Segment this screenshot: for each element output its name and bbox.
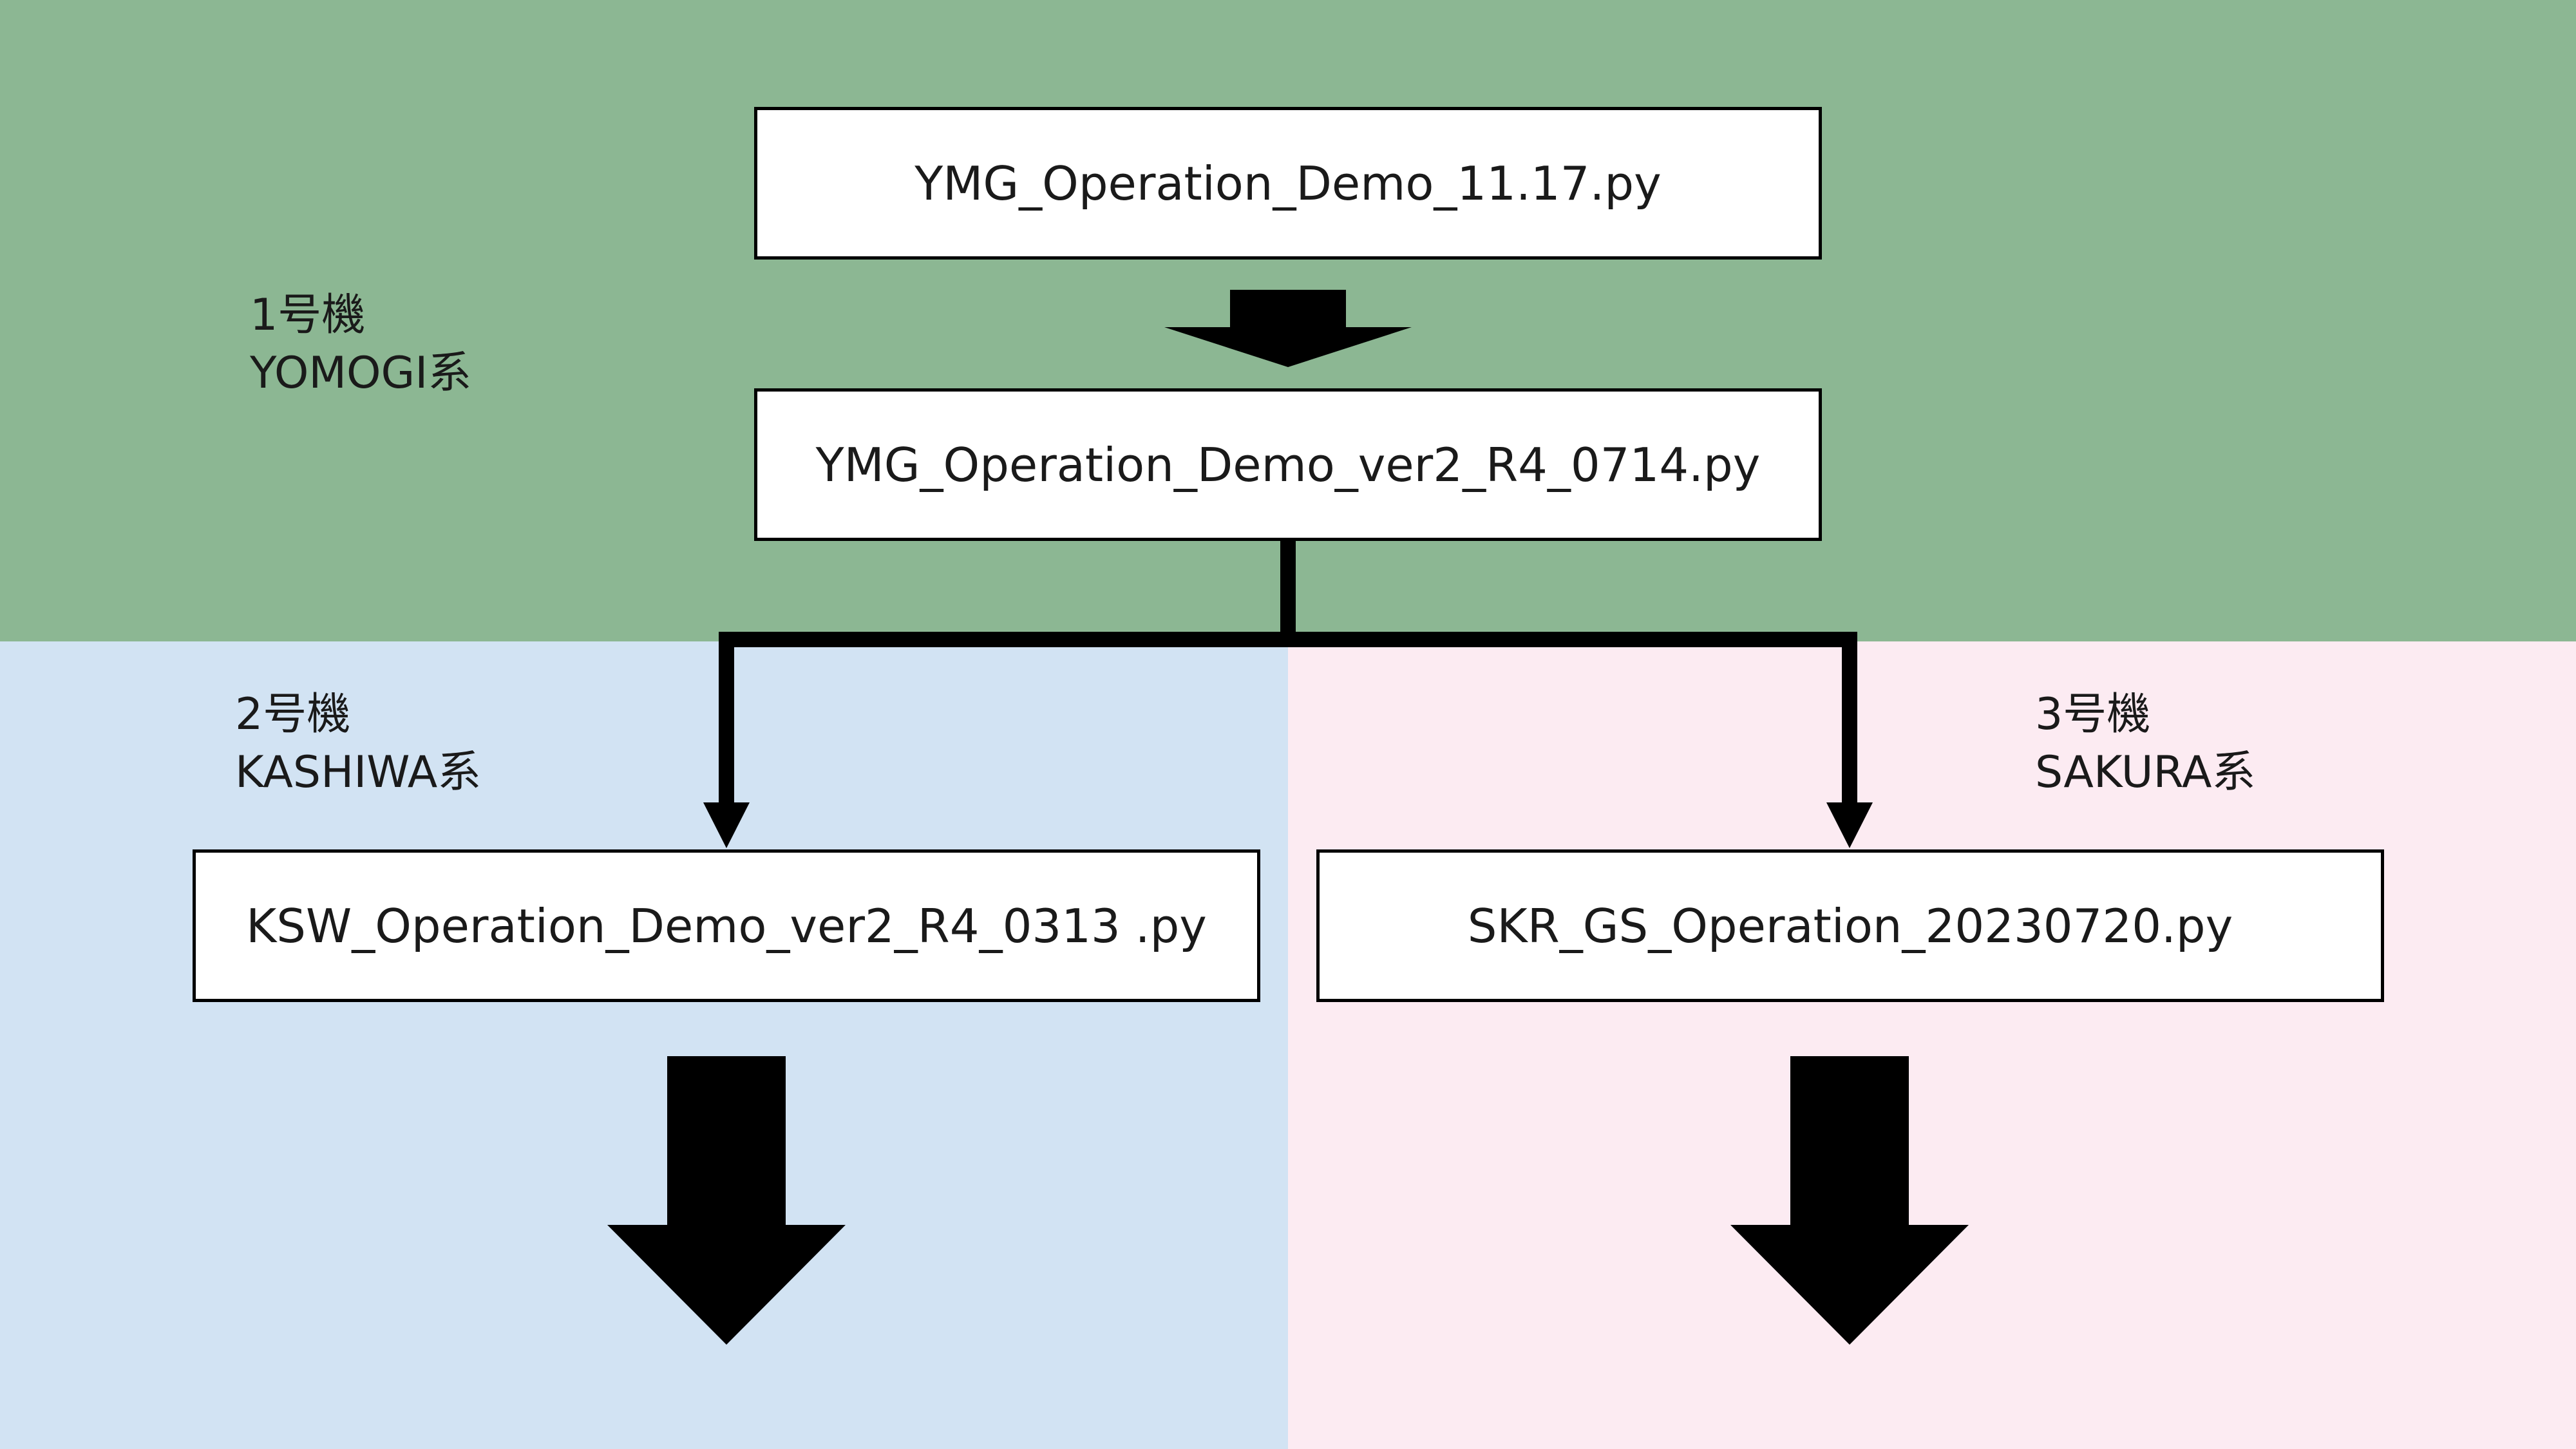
file-box-skr: SKR_GS_Operation_20230720.py bbox=[1316, 849, 2384, 1002]
file-box-ksw: KSW_Operation_Demo_ver2_R4_0313 .py bbox=[193, 849, 1260, 1002]
machine-2-number: 2号機 bbox=[235, 689, 351, 740]
machine-2-series: KASHIWA系 bbox=[235, 747, 482, 798]
machine-3-label: 3号機 SAKURA系 bbox=[2035, 686, 2256, 802]
file-box-ymg-1117: YMG_Operation_Demo_11.17.py bbox=[754, 107, 1822, 260]
kashiwa-region bbox=[0, 641, 1288, 1449]
sakura-region bbox=[1288, 641, 2576, 1449]
file-name: KSW_Operation_Demo_ver2_R4_0313 .py bbox=[246, 898, 1207, 953]
machine-1-label: 1号機 YOMOGI系 bbox=[250, 287, 471, 402]
file-name: YMG_Operation_Demo_ver2_R4_0714.py bbox=[815, 437, 1761, 492]
file-name: SKR_GS_Operation_20230720.py bbox=[1467, 898, 2233, 953]
machine-3-number: 3号機 bbox=[2035, 689, 2151, 740]
file-name: YMG_Operation_Demo_11.17.py bbox=[914, 156, 1662, 211]
machine-1-number: 1号機 bbox=[250, 290, 366, 341]
machine-2-label: 2号機 KASHIWA系 bbox=[235, 686, 481, 802]
file-box-ymg-ver2: YMG_Operation_Demo_ver2_R4_0714.py bbox=[754, 388, 1822, 541]
machine-1-series: YOMOGI系 bbox=[250, 348, 472, 399]
machine-3-series: SAKURA系 bbox=[2035, 747, 2256, 798]
